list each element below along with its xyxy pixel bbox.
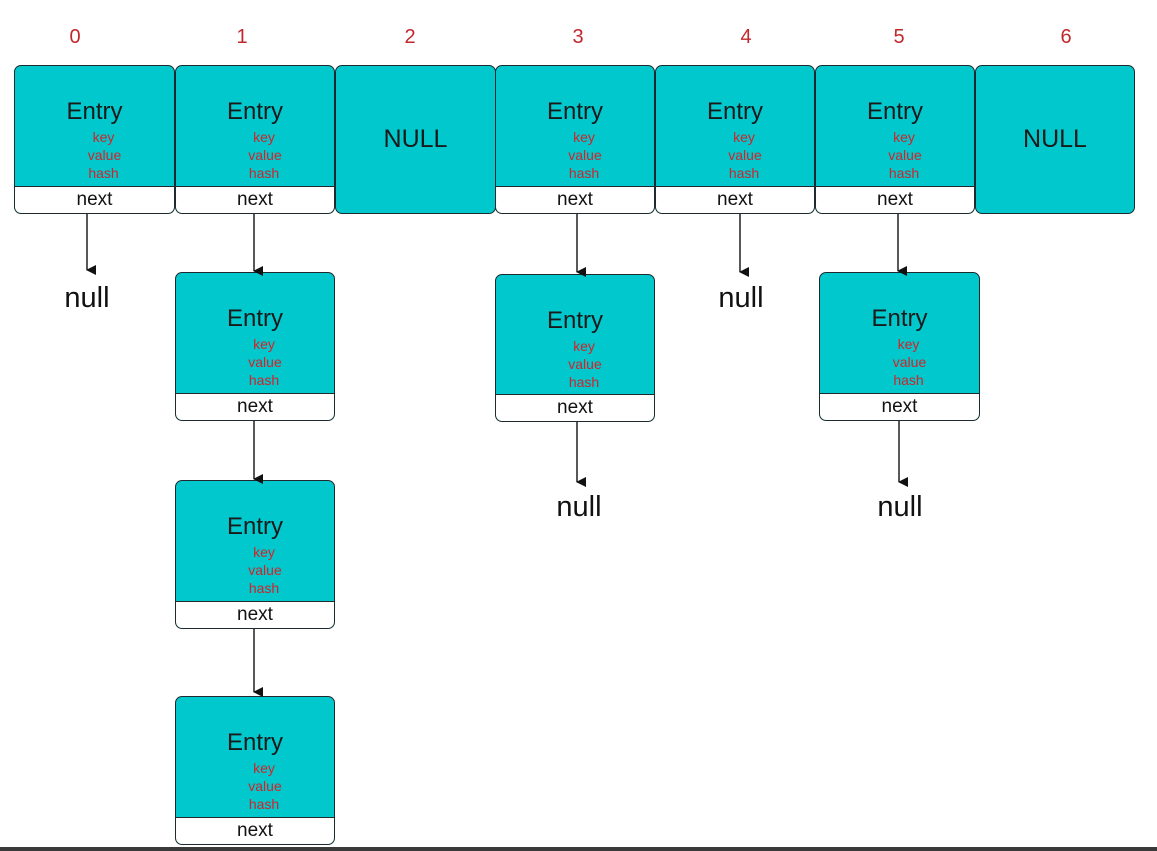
bucket-6-null: NULL [975, 65, 1135, 214]
entry-title: Entry [226, 305, 283, 332]
entry-fields: key value hash [15, 128, 174, 182]
entry-title: Entry [66, 98, 123, 125]
field-value: value [87, 147, 122, 163]
bucket-index-0: 0 [69, 26, 81, 48]
bucket-1-chain-entry-4: Entry key value hash next [175, 696, 335, 845]
field-value: value [568, 356, 602, 372]
bucket-index-3: 3 [572, 26, 584, 48]
null-terminal-bucket-5: null [877, 491, 923, 523]
field-key: key [253, 336, 275, 352]
entry-next-pointer: next [496, 186, 654, 213]
entry-fields: key value hash [176, 128, 334, 182]
field-key: key [733, 129, 755, 145]
entry-fields: key value hash [816, 128, 974, 182]
bucket-1-entry: Entry key value hash next [175, 65, 335, 214]
bucket-index-6: 6 [1060, 26, 1072, 48]
null-slot-label: NULL [383, 125, 448, 153]
field-key: key [253, 129, 275, 145]
null-slot-label: NULL [1023, 125, 1087, 153]
entry-next-pointer: next [176, 817, 334, 844]
entry-next-pointer: next [656, 186, 814, 213]
entry-next-pointer: next [15, 186, 174, 213]
entry-fields: key value hash [496, 128, 654, 182]
bucket-1-chain-entry-3: Entry key value hash next [175, 480, 335, 629]
entry-next-pointer: next [496, 394, 654, 421]
field-hash: hash [568, 165, 600, 181]
field-value: value [888, 147, 922, 163]
bucket-1-chain-entry-2: Entry key value hash next [175, 272, 335, 421]
entry-next-pointer: next [176, 393, 334, 420]
entry-fields: key value hash [176, 759, 334, 813]
entry-title: Entry [706, 98, 763, 125]
field-hash: hash [888, 165, 920, 181]
bucket-4-entry: Entry key value hash next [655, 65, 815, 214]
field-hash: hash [248, 580, 280, 596]
entry-next-pointer: next [816, 186, 974, 213]
entry-fields: key value hash [176, 543, 334, 597]
field-value: value [248, 778, 282, 794]
entry-fields: key value hash [656, 128, 814, 182]
entry-title: Entry [866, 98, 923, 125]
bucket-5-chain-entry-2: Entry key value hash next [819, 272, 980, 421]
entry-title: Entry [226, 729, 283, 756]
entry-title: Entry [226, 98, 283, 125]
bucket-index-5: 5 [893, 26, 905, 48]
field-hash: hash [88, 165, 119, 181]
null-terminal-bucket-4: null [718, 282, 764, 314]
field-key: key [573, 338, 595, 354]
bucket-index-4: 4 [740, 26, 752, 48]
bucket-3-entry: Entry key value hash next [495, 65, 655, 214]
field-key: key [897, 336, 920, 352]
field-value: value [892, 354, 927, 370]
entry-next-pointer: next [820, 393, 979, 420]
bottom-edge-strip [0, 847, 1157, 851]
field-key: key [253, 760, 275, 776]
field-value: value [568, 147, 602, 163]
field-hash: hash [893, 372, 924, 388]
field-value: value [248, 354, 282, 370]
field-key: key [573, 129, 595, 145]
field-hash: hash [248, 165, 280, 181]
field-hash: hash [728, 165, 760, 181]
entry-title: Entry [546, 307, 603, 334]
entry-next-pointer: next [176, 601, 334, 628]
entry-fields: key value hash [820, 335, 979, 389]
bucket-2-null: NULL [335, 65, 496, 214]
null-terminal-bucket-3: null [556, 491, 602, 523]
null-terminal-bucket-0: null [64, 282, 110, 314]
entry-title: Entry [546, 98, 603, 125]
field-key: key [92, 129, 115, 145]
entry-fields: key value hash [496, 337, 654, 391]
field-key: key [893, 129, 915, 145]
entry-next-pointer: next [176, 186, 334, 213]
field-value: value [248, 147, 282, 163]
field-hash: hash [248, 372, 280, 388]
field-hash: hash [568, 374, 600, 390]
bucket-3-chain-entry-2: Entry key value hash next [495, 274, 655, 422]
field-hash: hash [248, 796, 280, 812]
bucket-index-2: 2 [404, 26, 416, 48]
field-value: value [248, 562, 282, 578]
field-value: value [728, 147, 762, 163]
field-key: key [253, 544, 275, 560]
entry-fields: key value hash [176, 335, 334, 389]
entry-title: Entry [871, 305, 928, 332]
entry-title: Entry [226, 513, 283, 540]
bucket-0-entry: Entry key value hash next [14, 65, 175, 214]
bucket-index-1: 1 [236, 26, 248, 48]
bucket-5-entry: Entry key value hash next [815, 65, 975, 214]
